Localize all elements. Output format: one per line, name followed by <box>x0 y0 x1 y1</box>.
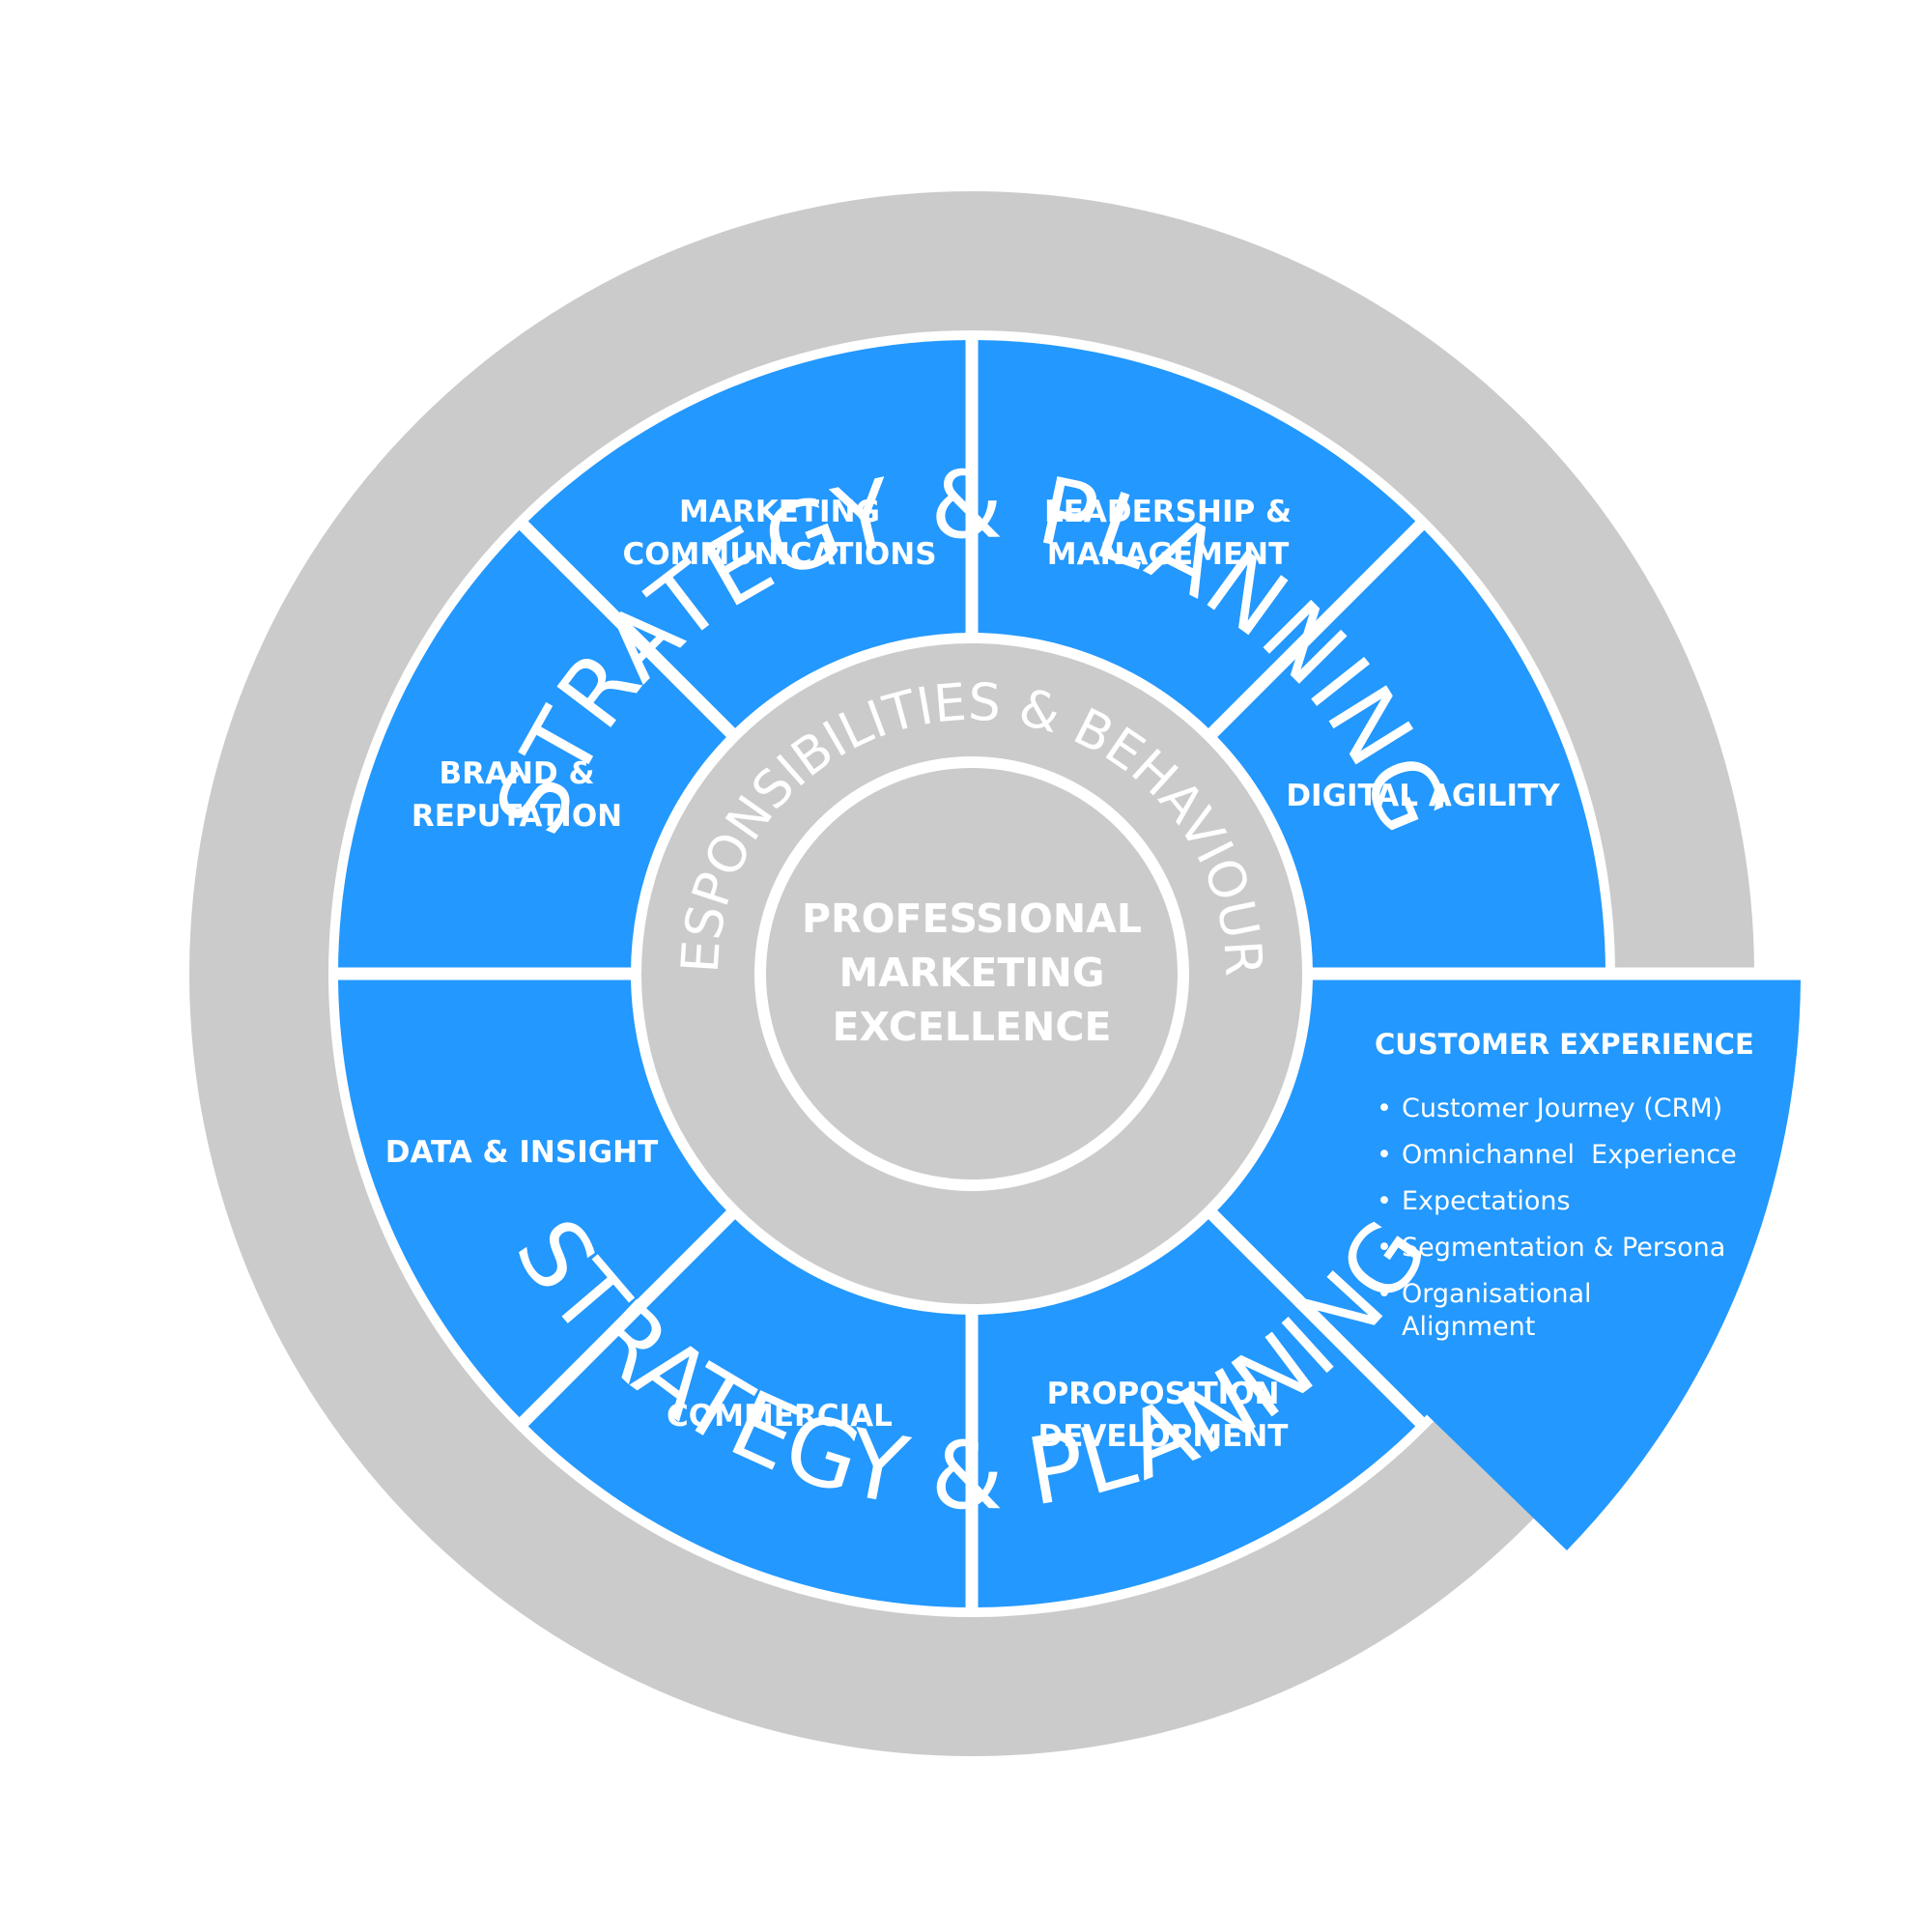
segment-brand-reputation-line-1: BRAND & <box>440 756 595 791</box>
center-line-2: MARKETING <box>838 950 1104 996</box>
segment-leadership-management-line-2: MANAGEMENT <box>1047 537 1290 572</box>
segment-marketing-communications-line-1: MARKETING <box>679 495 880 529</box>
cx-bullet-3: • <box>1377 1186 1392 1216</box>
cx-item-3: Expectations <box>1402 1186 1571 1216</box>
customer-experience-details: CUSTOMER EXPERIENCE • Customer Journey (… <box>1375 1028 1754 1342</box>
segment-commercial: COMMERCIAL <box>667 1399 893 1434</box>
cx-bullet-1: • <box>1377 1094 1392 1123</box>
center-line-1: PROFESSIONAL <box>802 895 1142 942</box>
cx-item-2: Omnichannel Experience <box>1402 1140 1737 1170</box>
segment-digital-agility: DIGITAL AGILITY <box>1286 779 1560 813</box>
segment-proposition-development-line-1: PROPOSITION <box>1047 1377 1280 1411</box>
cx-item-1: Customer Journey (CRM) <box>1402 1094 1722 1123</box>
center-line-3: EXCELLENCE <box>833 1004 1112 1050</box>
segment-data-insight: DATA & INSIGHT <box>385 1135 659 1170</box>
segment-proposition-development-line-2: DEVELOPMENT <box>1038 1419 1289 1454</box>
segment-leadership-management-line-1: LEADERSHIP & <box>1044 495 1292 529</box>
segment-brand-reputation-line-2: REPUTATION <box>412 799 622 834</box>
center-title: PROFESSIONAL MARKETING EXCELLENCE <box>802 895 1142 1050</box>
cx-item-5: Organisational <box>1402 1279 1592 1309</box>
cx-item-4: Segmentation & Persona <box>1402 1233 1725 1263</box>
customer-experience-title: CUSTOMER EXPERIENCE <box>1375 1028 1754 1061</box>
cx-bullet-2: • <box>1377 1140 1392 1170</box>
cx-bullet-5: • <box>1377 1279 1392 1309</box>
cx-item-5-cont: Alignment <box>1402 1312 1535 1342</box>
segment-marketing-communications-line-2: COMMUNICATIONS <box>622 537 936 572</box>
center-circle <box>766 768 1178 1179</box>
cx-bullet-4: • <box>1377 1233 1392 1263</box>
